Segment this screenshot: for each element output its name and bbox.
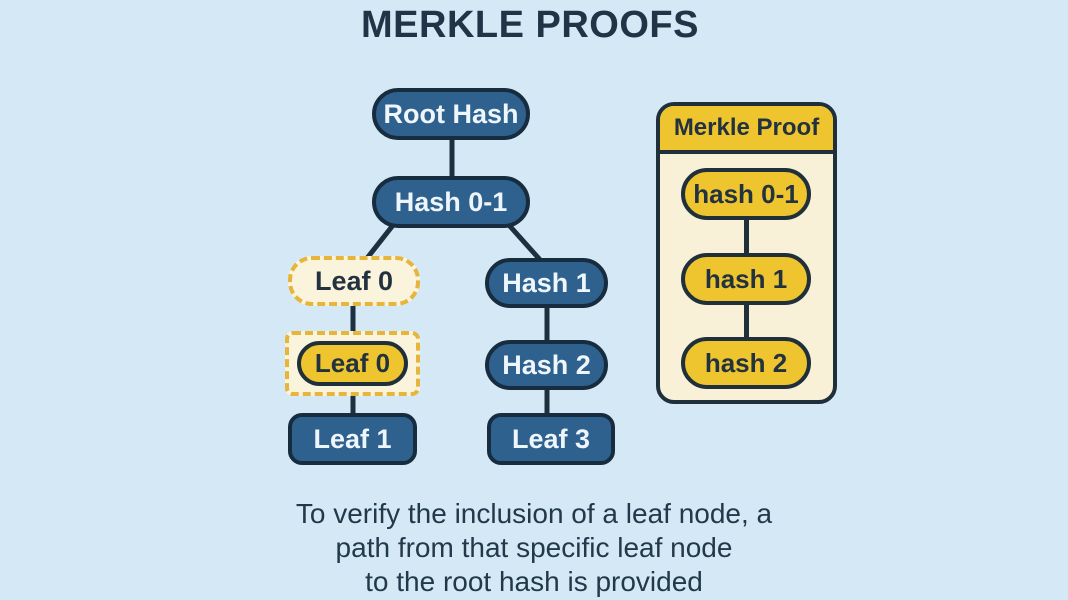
- node-leaf-0-selected: Leaf 0: [297, 341, 408, 386]
- node-hash-1: Hash 1: [485, 258, 608, 308]
- leaf-0-highlight-box: Leaf 0: [285, 331, 420, 396]
- page-title: MERKLE PROOFS: [361, 4, 699, 46]
- proof-item-hash-1-label: hash 1: [704, 263, 788, 294]
- node-root-hash: Root Hash: [372, 88, 530, 140]
- caption-line-2: path from that specific leaf node: [335, 532, 733, 563]
- edge-hash01-to-hash1: [506, 222, 544, 264]
- merkle-proof-panel: Merkle Proof hash 0-1 hash 1 hash 2: [656, 102, 837, 404]
- node-leaf-3-label: Leaf 3: [511, 423, 591, 454]
- proof-connector-2: [744, 301, 749, 346]
- node-leaf-0-selected-label: Leaf 0: [314, 348, 391, 378]
- caption-line-3: to the root hash is provided: [365, 566, 703, 597]
- merkle-proof-panel-header: Merkle Proof: [660, 106, 833, 154]
- caption-line-1: To verify the inclusion of a leaf node, …: [295, 498, 773, 529]
- node-hash-0-1: Hash 0-1: [372, 176, 530, 228]
- proof-item-hash-2-label: hash 2: [704, 347, 788, 378]
- node-leaf-0-path: Leaf 0: [288, 256, 420, 306]
- node-leaf-1-label: Leaf 1: [313, 423, 392, 454]
- edge-hash01-to-leaf0: [362, 222, 396, 264]
- caption: To verify the inclusion of a leaf node, …: [0, 497, 1068, 599]
- node-hash-0-1-label: Hash 0-1: [394, 186, 508, 217]
- node-hash-1-label: Hash 1: [502, 267, 591, 298]
- node-hash-2: Hash 2: [485, 340, 608, 390]
- node-root-hash-label: Root Hash: [383, 98, 519, 129]
- node-leaf-0-path-label: Leaf 0: [314, 265, 394, 296]
- proof-item-hash-0-1-label: hash 0-1: [693, 178, 799, 209]
- proof-item-hash-0-1: hash 0-1: [681, 168, 811, 220]
- proof-connector-1: [744, 216, 749, 261]
- proof-item-hash-1: hash 1: [681, 253, 811, 305]
- node-hash-2-label: Hash 2: [502, 349, 591, 380]
- proof-item-hash-2: hash 2: [681, 337, 811, 389]
- merkle-proof-panel-title: Merkle Proof: [673, 114, 820, 141]
- node-leaf-1: Leaf 1: [288, 413, 417, 465]
- node-leaf-3: Leaf 3: [487, 413, 615, 465]
